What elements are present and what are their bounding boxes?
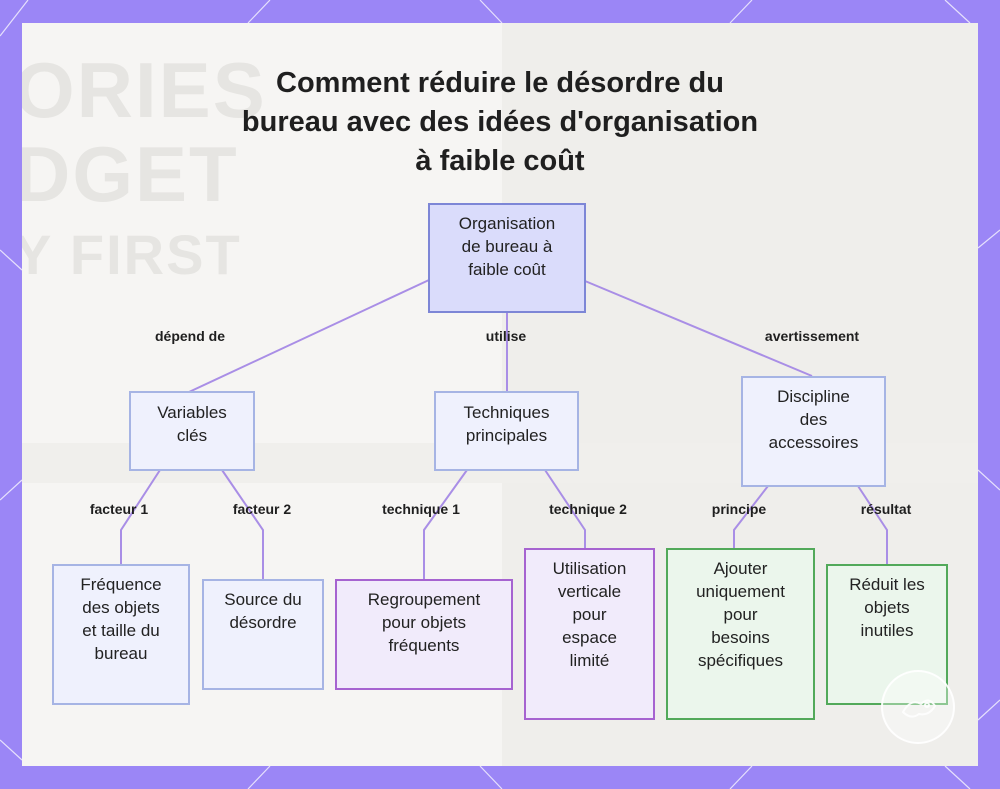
edge-variables-frequence (121, 470, 160, 564)
edge-label-facteur-2: facteur 2 (233, 501, 291, 517)
node-discipline-line: accessoires (769, 431, 859, 454)
node-ajouter: Ajouter uniquement pour besoins spécifiq… (666, 548, 815, 720)
edge-discipline-ajouter (734, 486, 768, 549)
node-regroupement-line: Regroupement (368, 588, 480, 611)
edge-label-resultat: résultat (861, 501, 912, 517)
node-root: Organisation de bureau à faible coût (428, 203, 586, 313)
node-regroupement: Regroupement pour objets fréquents (335, 579, 513, 690)
node-source-line: désordre (224, 611, 302, 634)
node-reduit-line: objets (849, 596, 925, 619)
edge-label-avertissement: avertissement (765, 328, 859, 344)
node-verticale: Utilisation verticale pour espace limité (524, 548, 655, 720)
node-variables-line: clés (157, 424, 227, 447)
node-variables: Variables clés (129, 391, 255, 471)
node-root-line: Organisation (459, 212, 555, 235)
node-regroupement-line: fréquents (368, 634, 480, 657)
node-frequence: Fréquence des objets et taille du bureau (52, 564, 190, 705)
node-ajouter-line: besoins (696, 626, 785, 649)
node-ajouter-line: pour (696, 603, 785, 626)
edge-techniques-regroupement (424, 470, 467, 579)
node-variables-line: Variables (157, 401, 227, 424)
node-verticale-line: Utilisation (553, 557, 627, 580)
node-verticale-line: pour (553, 603, 627, 626)
node-frequence-line: bureau (80, 642, 161, 665)
watermark-logo-icon (881, 670, 955, 744)
node-verticale-line: limité (553, 649, 627, 672)
node-ajouter-line: spécifiques (696, 649, 785, 672)
node-source-line: Source du (224, 588, 302, 611)
node-discipline: Discipline des accessoires (741, 376, 886, 487)
node-discipline-line: des (769, 408, 859, 431)
node-frequence-line: et taille du (80, 619, 161, 642)
node-frequence-line: Fréquence (80, 573, 161, 596)
node-ajouter-line: Ajouter (696, 557, 785, 580)
edge-label-technique-2: technique 2 (549, 501, 627, 517)
node-regroupement-line: pour objets (368, 611, 480, 634)
node-frequence-line: des objets (80, 596, 161, 619)
node-techniques-line: principales (463, 424, 549, 447)
edge-discipline-reduit (858, 486, 887, 564)
node-source: Source du désordre (202, 579, 324, 690)
node-root-line: de bureau à (459, 235, 555, 258)
edge-label-principe: principe (712, 501, 766, 517)
node-techniques-line: Techniques (463, 401, 549, 424)
edge-label-utilise: utilise (486, 328, 526, 344)
node-reduit-line: inutiles (849, 619, 925, 642)
watermark-glyph-icon (883, 672, 953, 742)
node-discipline-line: Discipline (769, 385, 859, 408)
node-root-line: faible coût (459, 258, 555, 281)
node-reduit-line: Réduit les (849, 573, 925, 596)
node-verticale-line: verticale (553, 580, 627, 603)
edge-label-facteur-1: facteur 1 (90, 501, 148, 517)
node-verticale-line: espace (553, 626, 627, 649)
edge-variables-source (222, 470, 263, 579)
node-techniques: Techniques principales (434, 391, 579, 471)
edge-label-depend-de: dépend de (155, 328, 225, 344)
node-ajouter-line: uniquement (696, 580, 785, 603)
edge-label-technique-1: technique 1 (382, 501, 460, 517)
